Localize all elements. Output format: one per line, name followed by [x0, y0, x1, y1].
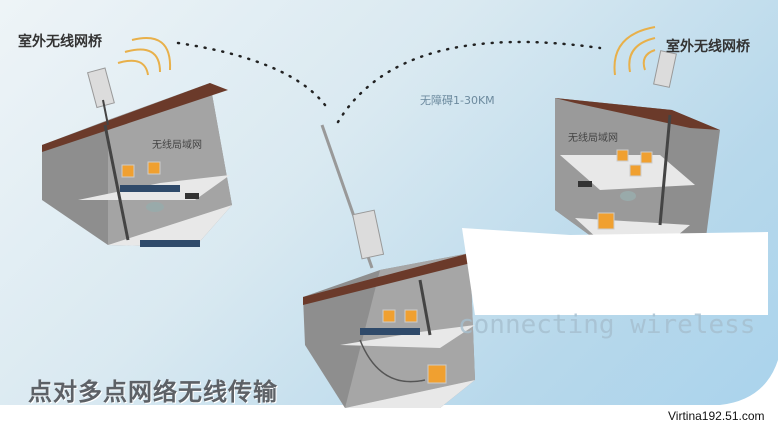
- lan-label-left: 无线局域网: [152, 140, 202, 151]
- distance-label: 无障碍1-30KM: [420, 94, 495, 107]
- bottom-band: [0, 360, 778, 427]
- house-middle: [303, 124, 475, 408]
- tagline: connecting wireless: [458, 310, 756, 340]
- bridge-antenna-icon: [352, 209, 385, 260]
- camera-icon: [146, 202, 164, 212]
- bridge-label-left: 室外无线网桥: [18, 34, 102, 50]
- camera-icon: [620, 191, 636, 201]
- switch-icon: [140, 240, 200, 247]
- computer-icon: [629, 164, 642, 177]
- computer-icon: [121, 164, 135, 178]
- page-title: 点对多点网络无线传输: [28, 378, 278, 406]
- computer-icon: [147, 161, 161, 175]
- computer-icon: [404, 309, 418, 323]
- house-right: [555, 26, 720, 250]
- signal-icon: [117, 37, 172, 76]
- blank-panel: [462, 228, 768, 315]
- bridge-antenna-icon: [653, 50, 677, 88]
- camera-icon: [185, 193, 199, 199]
- watermark: Virtina192.51.com: [668, 409, 765, 423]
- computer-icon: [640, 151, 653, 164]
- house-left: [42, 37, 232, 247]
- switch-icon: [360, 328, 420, 335]
- computer-icon: [427, 364, 447, 384]
- computer-icon: [382, 309, 396, 323]
- signal-icon: [613, 26, 656, 76]
- bridge-antenna-icon: [87, 67, 115, 109]
- computer-icon: [616, 149, 629, 162]
- switch-icon: [120, 185, 180, 192]
- camera-icon: [578, 181, 592, 187]
- lan-label-right: 无线局域网: [568, 133, 618, 144]
- bridge-label-right: 室外无线网桥: [666, 39, 750, 55]
- computer-icon: [597, 212, 615, 230]
